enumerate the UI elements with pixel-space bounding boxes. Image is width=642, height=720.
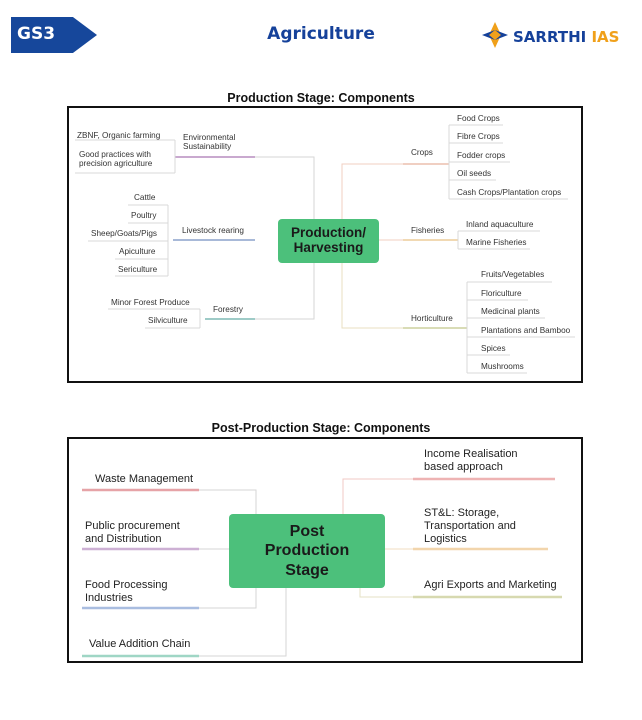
livestock-rearing-label: Livestock rearing <box>182 226 244 235</box>
horticulture-item: Spices <box>481 344 506 353</box>
fisheries-item: Marine Fisheries <box>466 238 527 247</box>
horticulture-item: Floriculture <box>481 289 522 298</box>
crops-item: Fodder crops <box>457 151 506 160</box>
page-title: Agriculture <box>267 24 375 44</box>
production-center-node: Production/ Harvesting <box>278 219 379 263</box>
crops-item: Cash Crops/Plantation crops <box>457 188 562 197</box>
livestock-item: Poultry <box>131 211 157 220</box>
crops-item: Food Crops <box>457 114 500 123</box>
horticulture-label: Horticulture <box>411 314 453 323</box>
post-left-item: Value Addition Chain <box>89 638 191 650</box>
crops-item: Oil seeds <box>457 169 492 178</box>
post-production-center-node: Post Production Stage <box>229 514 385 588</box>
livestock-item: Apiculture <box>119 247 156 256</box>
post-right-item: Income Realisation based approach <box>424 448 518 474</box>
horticulture-item: Mushrooms <box>481 362 524 371</box>
livestock-item: Sheep/Goats/Pigs <box>91 229 157 238</box>
horticulture-item: Plantations and Bamboo <box>481 326 571 335</box>
production-diagram-frame <box>67 106 583 383</box>
livestock-item: Sericulture <box>118 265 158 274</box>
post-production-section-title: Post-Production Stage: Components <box>211 421 431 435</box>
horticulture-item: Fruits/Vegetables <box>481 270 545 279</box>
gs3-badge-label: GS3 <box>17 24 56 44</box>
environmental-sustainability-label: Environmental Sustainability <box>183 133 236 152</box>
crops-item: Fibre Crops <box>457 132 500 141</box>
forestry-label: Forestry <box>213 305 244 314</box>
forestry-item: Minor Forest Produce <box>111 298 190 307</box>
post-left-item: Food Processing Industries <box>85 579 168 605</box>
fisheries-label: Fisheries <box>411 226 445 235</box>
environmental-item: Good practices with precision agricultur… <box>79 150 153 169</box>
sarrthi-logo-icon <box>482 22 508 48</box>
crops-label: Crops <box>411 148 433 157</box>
forestry-item: Silviculture <box>148 316 188 325</box>
post-right-item: ST&L: Storage, Transportation and Logist… <box>424 507 516 546</box>
post-right-item: Agri Exports and Marketing <box>424 579 557 591</box>
sarrthi-logo-text: SARRTHI IAS <box>513 28 620 46</box>
horticulture-item: Medicinal plants <box>481 307 540 316</box>
livestock-item: Cattle <box>134 193 156 202</box>
post-production-diagram-frame <box>67 437 583 663</box>
environmental-item: ZBNF, Organic farming <box>77 131 161 140</box>
fisheries-item: Inland aquaculture <box>466 220 534 229</box>
production-section-title: Production Stage: Components <box>227 91 415 105</box>
post-left-item: Public procurement and Distribution <box>85 520 180 546</box>
post-left-item: Waste Management <box>95 473 194 485</box>
